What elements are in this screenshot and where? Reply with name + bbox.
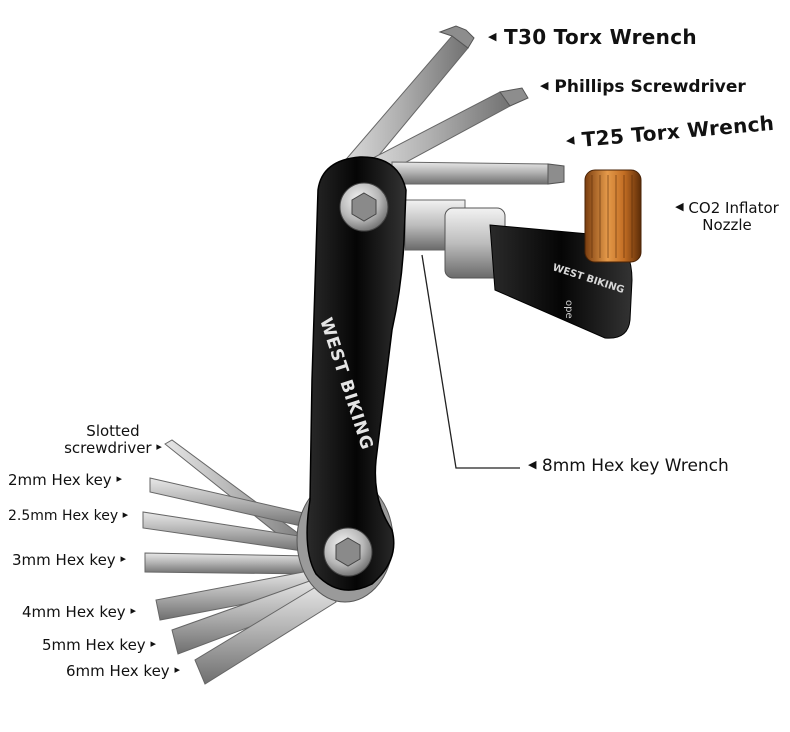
left-triangle-icon: ◀ [488,30,497,44]
t25-torx-tip [547,163,565,185]
left-triangle-icon: ◀ [675,200,684,214]
t25-torx-bit [391,161,549,185]
label-hex-2mm: 2mm Hex key ▸ [8,471,122,489]
label-hex-6mm: 6mm Hex key ▸ [66,662,180,680]
label-t30-torx: ◀ T30 Torx Wrench [488,25,697,49]
nozzle-open-text: ope [563,300,574,319]
main-body-plate [306,156,407,591]
label-hex-8mm: ◀ 8mm Hex key Wrench [528,456,729,476]
socket-assembly: WEST BIKING ope [404,169,642,339]
hex-8mm-leader-line [421,254,520,469]
hex-3mm-shaft [144,552,313,575]
label-hex-25mm: 2.5mm Hex key ▸ [8,507,129,524]
label-slotted: Slotted screwdriver ▸ [64,422,162,458]
top-pivot-bolt [339,182,389,232]
label-hex-4mm: 4mm Hex key ▸ [22,603,136,621]
right-triangle-icon: ▸ [150,637,156,651]
phillips-tip [499,87,529,107]
label-hex-5mm: 5mm Hex key ▸ [42,636,156,654]
label-hex-3mm: 3mm Hex key ▸ [12,551,126,569]
right-triangle-icon: ▸ [130,604,136,618]
co2-nozzle [584,169,642,263]
left-triangle-icon: ◀ [540,78,549,92]
label-phillips: ◀ Phillips Screwdriver [540,77,746,97]
right-triangle-icon: ▸ [116,472,122,486]
left-triangle-icon: ◀ [528,457,537,471]
hex-6mm-shaft [194,581,337,685]
right-triangle-icon: ▸ [156,440,162,454]
t30-torx-tip [438,25,475,49]
nozzle-knurl [591,175,633,258]
bottom-pivot-bolt [323,527,373,577]
label-co2-nozzle: ◀ CO2 Inflator Nozzle [675,199,779,235]
right-triangle-icon: ▸ [122,507,129,521]
right-triangle-icon: ▸ [174,663,180,677]
right-triangle-icon: ▸ [120,552,126,566]
left-triangle-icon: ◀ [565,133,576,148]
upper-tool-fan [329,25,565,191]
